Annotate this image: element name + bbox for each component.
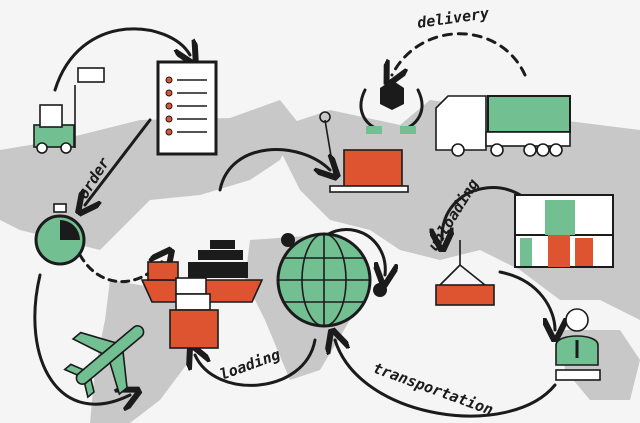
stopwatch-icon — [34, 203, 86, 266]
crane-container-icon — [435, 240, 495, 306]
label-delivery: delivery — [416, 4, 491, 32]
pallet-jack-box-icon — [319, 111, 409, 193]
flow-arrows — [33, 27, 555, 418]
stacked-boxes-icon — [169, 277, 219, 349]
airplane-icon — [63, 325, 145, 399]
globe-icon — [276, 232, 387, 328]
container-stack-icon — [514, 194, 614, 268]
label-loading: loading — [217, 345, 283, 384]
label-transportation: transportation — [371, 359, 496, 419]
truck-icon — [435, 95, 571, 157]
hands-holding-box-icon — [359, 80, 424, 134]
clipboard-checklist-icon — [156, 60, 218, 156]
customer-service-operator-icon — [555, 308, 601, 381]
forklift-icon — [33, 67, 105, 154]
